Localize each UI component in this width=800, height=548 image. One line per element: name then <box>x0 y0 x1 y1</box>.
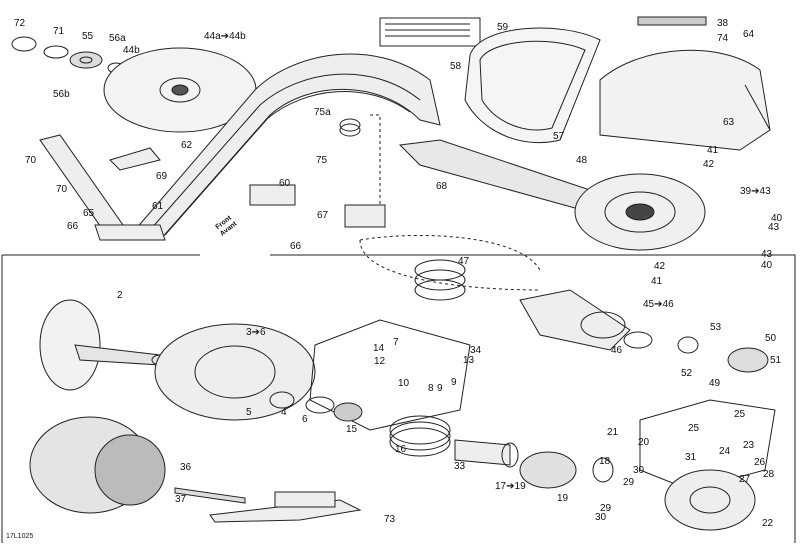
callout-56a: 56a <box>109 33 126 44</box>
callout-18: 18 <box>599 456 611 467</box>
callout-28: 28 <box>763 469 775 480</box>
callout-31: 31 <box>685 452 697 463</box>
callout-66-left: 66 <box>67 221 79 232</box>
callout-8: 8 <box>428 383 434 394</box>
callout-45: 45➔46 <box>643 299 674 310</box>
callout-67: 67 <box>317 210 329 221</box>
callout-58: 58 <box>450 61 462 72</box>
callout-68: 68 <box>436 181 448 192</box>
callout-71: 71 <box>53 26 65 37</box>
callout-73: 73 <box>384 514 396 525</box>
callout-17: 17➔19 <box>495 481 526 492</box>
callout-34: 34 <box>470 345 482 356</box>
callout-51: 51 <box>770 355 782 366</box>
callout-64: 64 <box>743 29 755 40</box>
callout-44b: 44b <box>123 45 140 56</box>
callout-55: 55 <box>82 31 94 42</box>
callout-19: 19 <box>557 493 569 504</box>
callout-41-lower: 41 <box>651 276 663 287</box>
callout-20: 20 <box>638 437 650 448</box>
callout-59: 59 <box>497 22 509 33</box>
callout-61: 61 <box>152 201 164 212</box>
callout-42-lower: 42 <box>654 261 666 272</box>
callout-46: 46 <box>611 345 623 356</box>
callout-2: 2 <box>117 290 123 301</box>
callout-40-upper: 40 <box>771 213 783 224</box>
callout-30-lower: 30 <box>595 512 607 523</box>
callout-25-left: 25 <box>688 423 700 434</box>
callout-33: 33 <box>454 461 466 472</box>
callout-70-lower: 70 <box>56 184 68 195</box>
callout-15: 15 <box>346 424 358 435</box>
callout-14: 14 <box>373 343 385 354</box>
callout-57: 57 <box>553 131 565 142</box>
callout-21: 21 <box>607 427 619 438</box>
callout-70-upper: 70 <box>25 155 37 166</box>
callout-9-left: 9 <box>437 383 443 394</box>
callout-65: 65 <box>83 208 95 219</box>
callout-12: 12 <box>374 356 386 367</box>
callout-52: 52 <box>681 368 693 379</box>
callout-25-right: 25 <box>734 409 746 420</box>
callout-22: 22 <box>762 518 774 529</box>
callout-40-lower: 40 <box>761 260 773 271</box>
callout-74: 74 <box>717 33 729 44</box>
callout-49: 49 <box>709 378 721 389</box>
callout-26: 26 <box>754 457 766 468</box>
callout-36: 36 <box>180 462 192 473</box>
callout-3: 3➔6 <box>246 327 266 338</box>
callout-48: 48 <box>576 155 588 166</box>
callout-4: 4 <box>281 407 287 418</box>
callout-23: 23 <box>743 440 755 451</box>
callout-30-upper: 30 <box>633 465 645 476</box>
callout-5: 5 <box>246 407 252 418</box>
callout-43-upper: 43 <box>768 222 780 233</box>
callout-72: 72 <box>14 18 26 29</box>
callout-42-upper: 42 <box>703 159 715 170</box>
callout-13: 13 <box>463 355 475 366</box>
callout-9-right: 9 <box>451 377 457 388</box>
callout-62: 62 <box>181 140 193 151</box>
callout-66-right: 66 <box>290 241 302 252</box>
callout-47: 47 <box>458 256 470 267</box>
callout-16: 16 <box>395 444 407 455</box>
callout-75a: 75a <box>314 107 331 118</box>
callout-69: 69 <box>156 171 168 182</box>
callout-24: 24 <box>719 446 731 457</box>
callout-50: 50 <box>765 333 777 344</box>
callout-29-upper: 29 <box>623 477 635 488</box>
callout-7: 7 <box>393 337 399 348</box>
callout-43-lower: 43 <box>761 249 773 260</box>
callout-38: 38 <box>717 18 729 29</box>
callout-44a: 44a➔44b <box>204 31 246 42</box>
callout-37: 37 <box>175 494 187 505</box>
callout-27: 27 <box>739 474 751 485</box>
callout-29-lower: 29 <box>600 503 612 514</box>
callout-10: 10 <box>398 378 410 389</box>
callout-75: 75 <box>316 155 328 166</box>
diagram-code: 17L1025 <box>6 533 34 540</box>
callout-6: 6 <box>302 414 308 425</box>
callout-53: 53 <box>710 322 722 333</box>
callout-56b: 56b <box>53 89 70 100</box>
callout-39: 39➔43 <box>740 186 771 197</box>
callout-63: 63 <box>723 117 735 128</box>
callout-60: 60 <box>279 178 291 189</box>
callout-41-upper: 41 <box>707 145 719 156</box>
